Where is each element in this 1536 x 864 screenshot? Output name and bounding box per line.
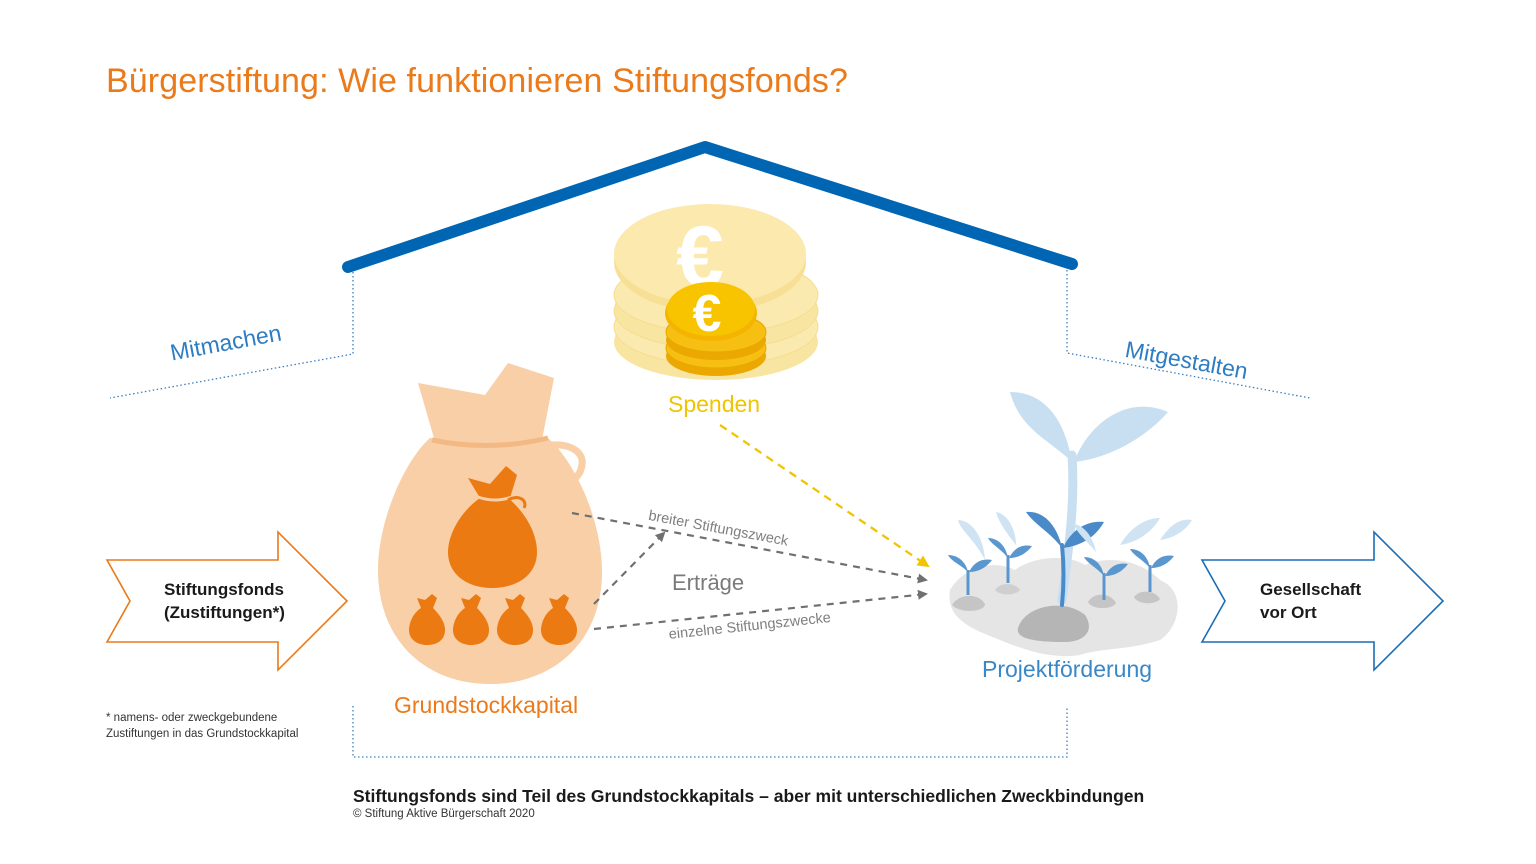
output-arrow-line1: Gesellschaft bbox=[1260, 580, 1362, 599]
output-arrow bbox=[1200, 530, 1445, 672]
roof-line bbox=[342, 141, 1078, 273]
grundstockkapital-label: Grundstockkapital bbox=[394, 692, 579, 718]
projektfoerderung-label: Projektförderung bbox=[982, 656, 1153, 682]
page-title: Bürgerstiftung: Wie funktionieren Stiftu… bbox=[106, 62, 848, 100]
input-arrow-text: Stiftungsfonds (Zustiftungen*) bbox=[164, 578, 285, 624]
right-wall-dotted bbox=[1066, 270, 1311, 399]
output-arrow-line2: vor Ort bbox=[1260, 603, 1317, 622]
small-money-bags bbox=[409, 594, 577, 645]
ertraege-label: Erträge bbox=[672, 570, 745, 595]
footnote-line2: Zustiftungen in das Grundstockkapital bbox=[106, 728, 299, 740]
output-arrow-text: Gesellschaft vor Ort bbox=[1260, 578, 1361, 624]
copyright: © Stiftung Aktive Bürgerschaft 2020 bbox=[353, 808, 535, 820]
caption: Stiftungsfonds sind Teil des Grundstockk… bbox=[353, 786, 1145, 806]
spenden-label: Spenden bbox=[668, 391, 761, 417]
footnote: * namens- oder zweckgebundene Zustiftung… bbox=[106, 710, 298, 742]
svg-text:€: € bbox=[693, 285, 722, 343]
input-arrow-line1: Stiftungsfonds bbox=[164, 580, 284, 599]
seedling-icon bbox=[948, 392, 1192, 657]
input-arrow-line2: (Zustiftungen*) bbox=[164, 603, 285, 622]
bottom-bracket-dotted bbox=[352, 706, 1068, 758]
input-arrow bbox=[105, 530, 349, 672]
broad-purpose-arrow bbox=[571, 511, 928, 584]
footnote-line1: * namens- oder zweckgebundene bbox=[106, 712, 278, 724]
donation-arrow bbox=[719, 424, 930, 568]
euro-coin-icon: € bbox=[665, 282, 767, 376]
single-purpose-arrow bbox=[593, 589, 928, 631]
income-arrow bbox=[593, 531, 666, 605]
